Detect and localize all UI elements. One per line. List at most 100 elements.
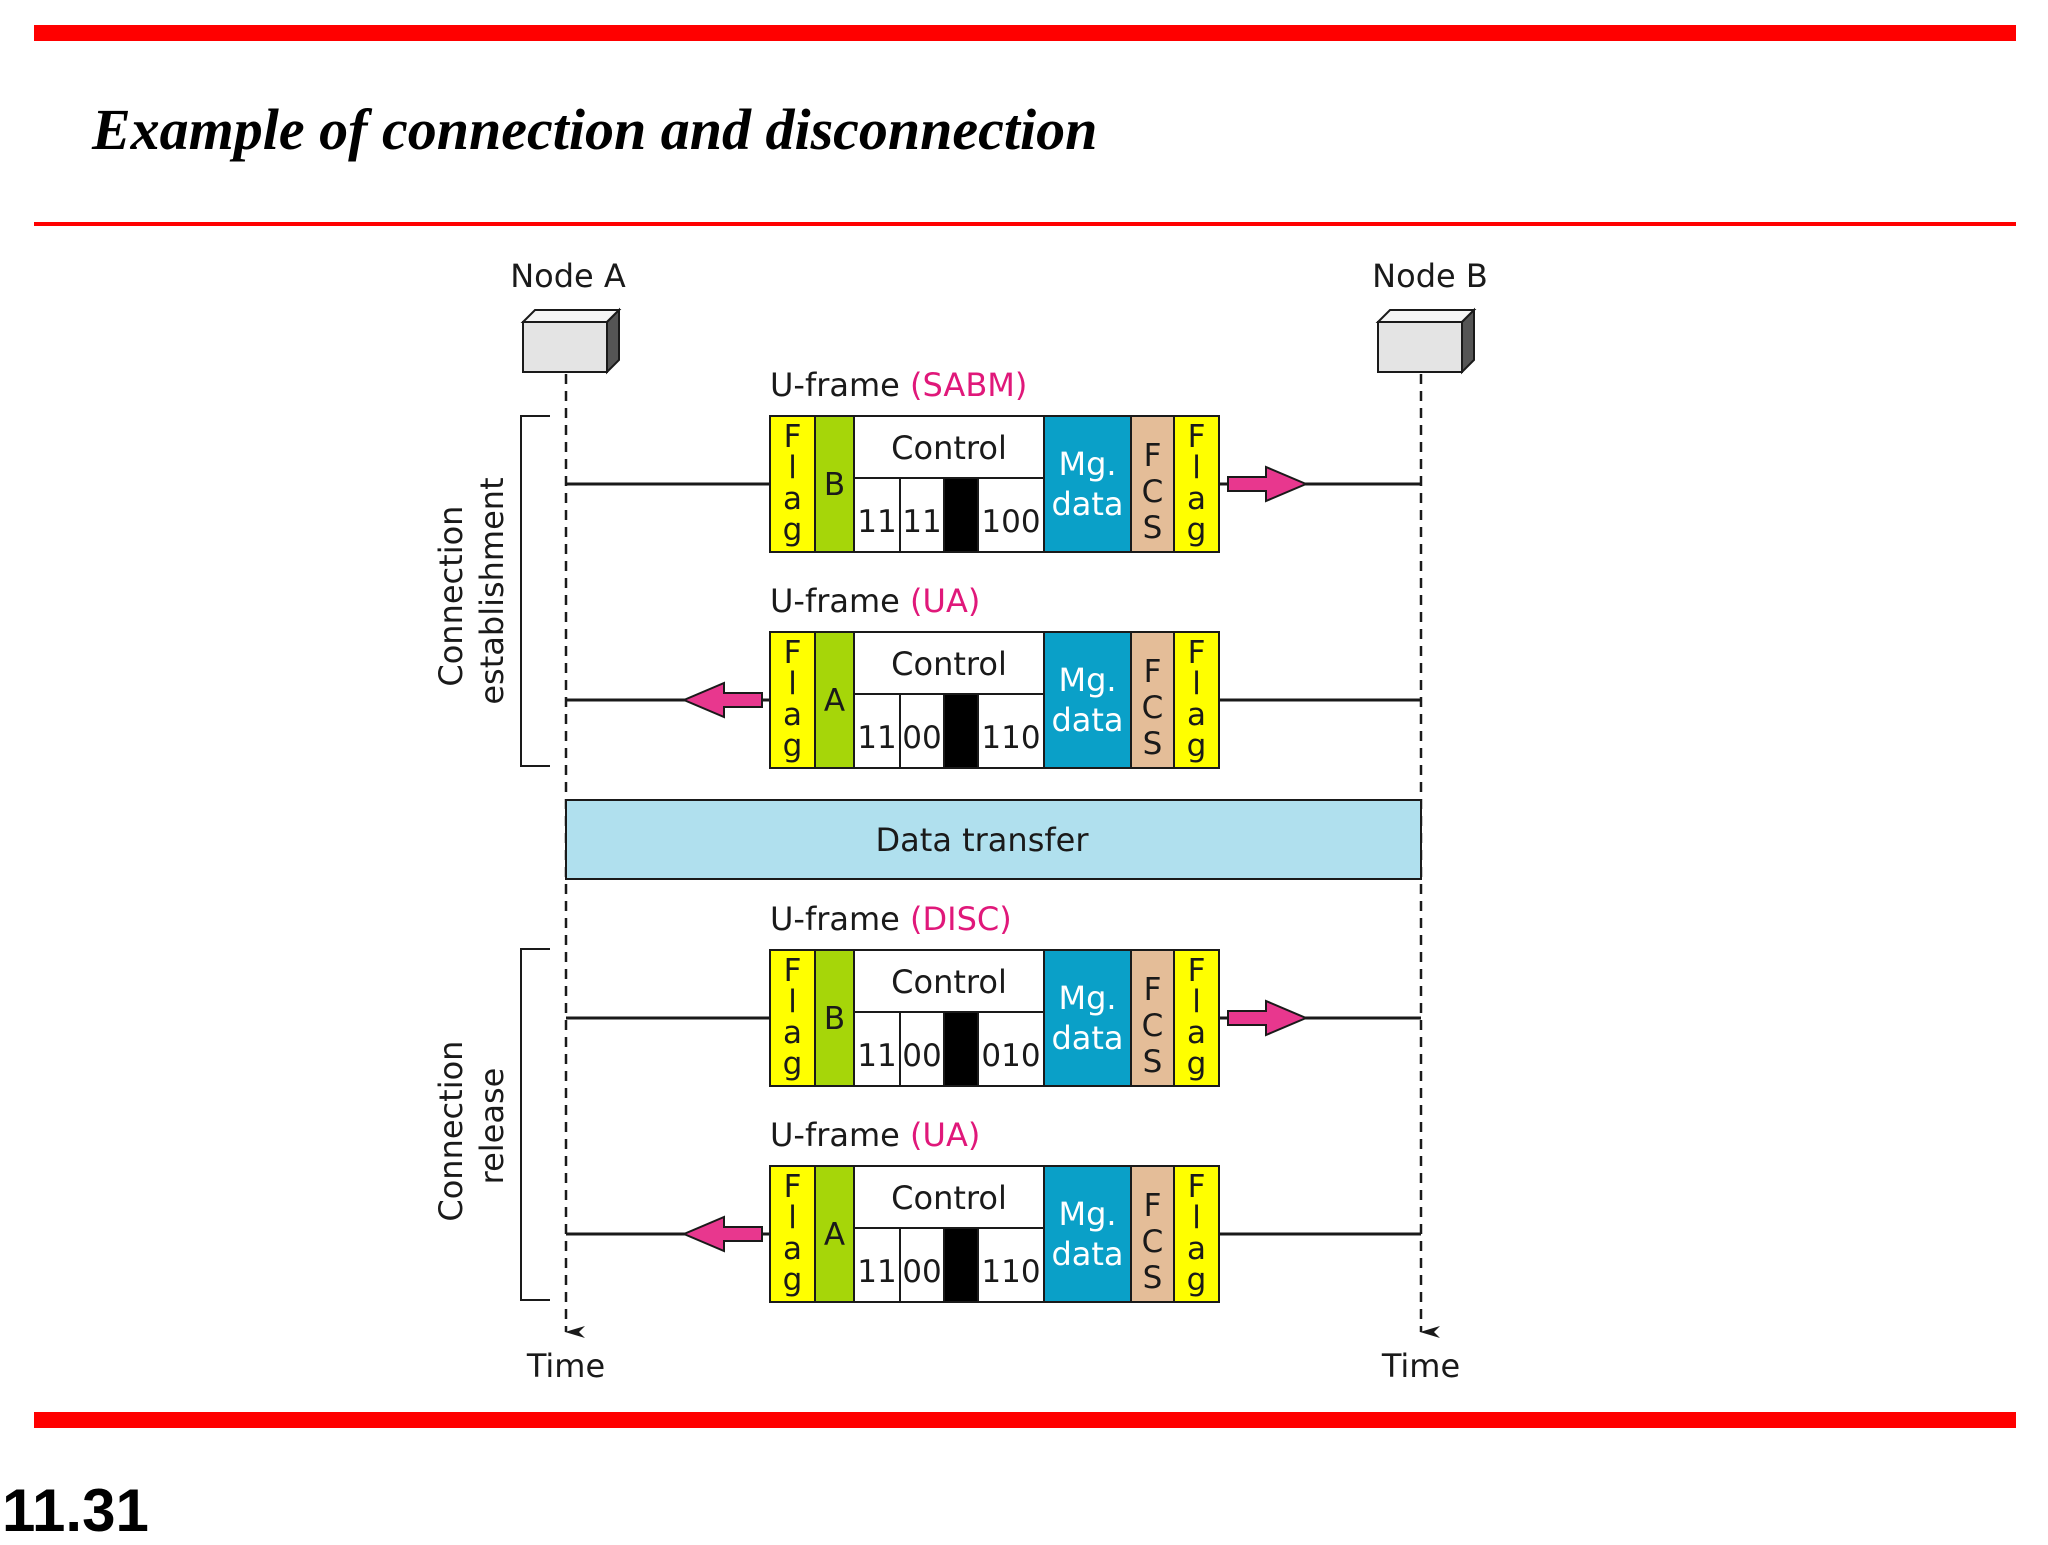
control-bits-value: 100 bbox=[981, 504, 1040, 540]
management-data-label: Mg.data bbox=[1051, 979, 1123, 1057]
direction-arrow-right bbox=[1227, 465, 1309, 503]
fcs-field bbox=[1130, 1165, 1175, 1303]
control-bit-cell bbox=[977, 1227, 1045, 1303]
frame-caption: U-frame (UA) bbox=[770, 1116, 980, 1154]
control-bits-value: 010 bbox=[981, 1038, 1040, 1074]
control-label: Control bbox=[891, 429, 1007, 467]
control-bit-cell bbox=[977, 693, 1045, 769]
control-label: Control bbox=[891, 645, 1007, 683]
control-bits-value: 110 bbox=[981, 1254, 1040, 1290]
node-b: Node B bbox=[1372, 257, 1488, 375]
fcs-field bbox=[1130, 631, 1175, 769]
top-red-bar bbox=[34, 25, 2016, 41]
node-b-label: Node B bbox=[1372, 257, 1488, 295]
data-transfer-label: Data transfer bbox=[876, 821, 1090, 859]
direction-arrow-right bbox=[1227, 999, 1309, 1037]
address-label: A bbox=[824, 683, 845, 719]
control-bits-value: 00 bbox=[902, 1038, 941, 1074]
control-bit-cell bbox=[853, 1011, 901, 1087]
connection-diagram: Node A Node B Time Time Connection estab… bbox=[432, 257, 1488, 1385]
frame-caption: U-frame (DISC) bbox=[770, 900, 1012, 938]
control-bits-value: 11 bbox=[857, 1254, 896, 1290]
flag-field-end bbox=[1173, 949, 1220, 1087]
flag-field-start bbox=[769, 1165, 816, 1303]
management-data-field bbox=[1043, 949, 1132, 1087]
management-data-field bbox=[1043, 631, 1132, 769]
address-field bbox=[814, 415, 855, 553]
frame-caption-prefix: U-frame bbox=[770, 582, 910, 620]
address-field bbox=[814, 631, 855, 769]
control-bit-cell bbox=[853, 477, 901, 553]
flag-field-start bbox=[769, 415, 816, 553]
control-label: Control bbox=[891, 963, 1007, 1001]
frame-caption: U-frame (UA) bbox=[770, 582, 980, 620]
frame-caption-prefix: U-frame bbox=[770, 1116, 910, 1154]
title-underline bbox=[34, 222, 2016, 226]
control-bit-cell bbox=[899, 1227, 945, 1303]
control-label: Control bbox=[891, 1179, 1007, 1217]
direction-arrow-left bbox=[681, 681, 763, 719]
control-bit-cell bbox=[899, 1011, 945, 1087]
frame-caption-prefix: U-frame bbox=[770, 900, 910, 938]
flag-field-end bbox=[1173, 631, 1220, 769]
poll-final-bit bbox=[943, 1011, 979, 1087]
bottom-red-bar bbox=[34, 1412, 2016, 1428]
poll-final-bit bbox=[943, 1227, 979, 1303]
node-a-label: Node A bbox=[510, 257, 626, 295]
slide-title: Example of connection and disconnection bbox=[92, 97, 1098, 162]
release-bracket bbox=[520, 948, 550, 1301]
control-bits-value: 110 bbox=[981, 720, 1040, 756]
management-data-label: Mg.data bbox=[1051, 1195, 1123, 1273]
control-bit-cell bbox=[853, 1227, 901, 1303]
flag-field-start bbox=[769, 949, 816, 1087]
management-data-field bbox=[1043, 415, 1132, 553]
frame-type: (UA) bbox=[910, 1116, 980, 1154]
address-field bbox=[814, 1165, 855, 1303]
management-data-label: Mg.data bbox=[1051, 661, 1123, 739]
fcs-field bbox=[1130, 949, 1175, 1087]
poll-final-bit bbox=[943, 693, 979, 769]
flag-field-start bbox=[769, 631, 816, 769]
control-bits-value: 11 bbox=[902, 504, 941, 540]
flag-field-end bbox=[1173, 415, 1220, 553]
address-label: B bbox=[824, 467, 845, 503]
poll-final-bit bbox=[943, 477, 979, 553]
frame-caption: U-frame (SABM) bbox=[770, 366, 1027, 404]
frame-type: (SABM) bbox=[910, 366, 1027, 404]
management-data-label: Mg.data bbox=[1051, 445, 1123, 523]
control-bits-value: 11 bbox=[857, 1038, 896, 1074]
time-label-a: Time bbox=[526, 1347, 605, 1385]
time-label-b: Time bbox=[1381, 1347, 1460, 1385]
establishment-bracket bbox=[520, 415, 550, 767]
release-label: Connection release bbox=[432, 1030, 511, 1221]
address-label: A bbox=[824, 1217, 845, 1253]
frame-type: (DISC) bbox=[910, 900, 1012, 938]
frame-caption-prefix: U-frame bbox=[770, 366, 910, 404]
flag-field-end bbox=[1173, 1165, 1220, 1303]
establishment-label: Connection establishment bbox=[432, 477, 511, 704]
control-bits-value: 11 bbox=[857, 504, 896, 540]
management-data-field bbox=[1043, 1165, 1132, 1303]
control-bit-cell bbox=[853, 693, 901, 769]
address-label: B bbox=[824, 1001, 845, 1037]
data-transfer-band: Data transfer bbox=[565, 799, 1422, 880]
control-bit-cell bbox=[977, 1011, 1045, 1087]
control-bits-value: 11 bbox=[857, 720, 896, 756]
control-bits-value: 00 bbox=[902, 720, 941, 756]
